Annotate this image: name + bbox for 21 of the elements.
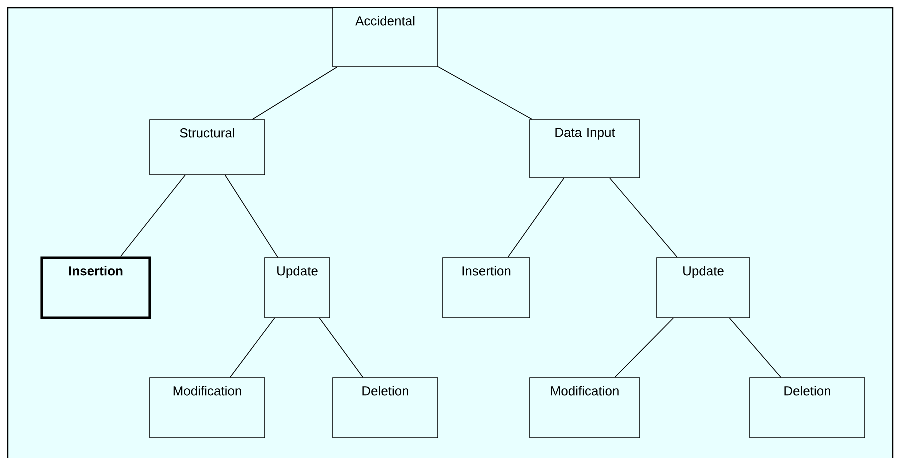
tree-box: Data Input [530,120,640,178]
connector-line [319,318,364,378]
connector-line [120,175,186,258]
connector-line [438,66,533,120]
connector-line [230,318,276,378]
tree-box: Update [656,258,750,318]
tree-box: Update [264,258,330,318]
connector-line [610,178,678,258]
tree-box: Deletion [750,378,866,438]
tree-box: Insertion [40,256,152,320]
tree-box: Deletion [332,378,438,438]
tree-box: Insertion [442,258,530,318]
tree-box: Structural [150,120,266,176]
connector-line [508,178,565,258]
tree-box: Accidental [332,8,438,68]
connector-line [224,175,278,258]
connector-line [614,318,674,378]
tree-box: Modification [150,378,266,438]
connector-line [729,318,782,378]
connector-line [252,67,338,120]
tree-box: Modification [530,378,640,438]
